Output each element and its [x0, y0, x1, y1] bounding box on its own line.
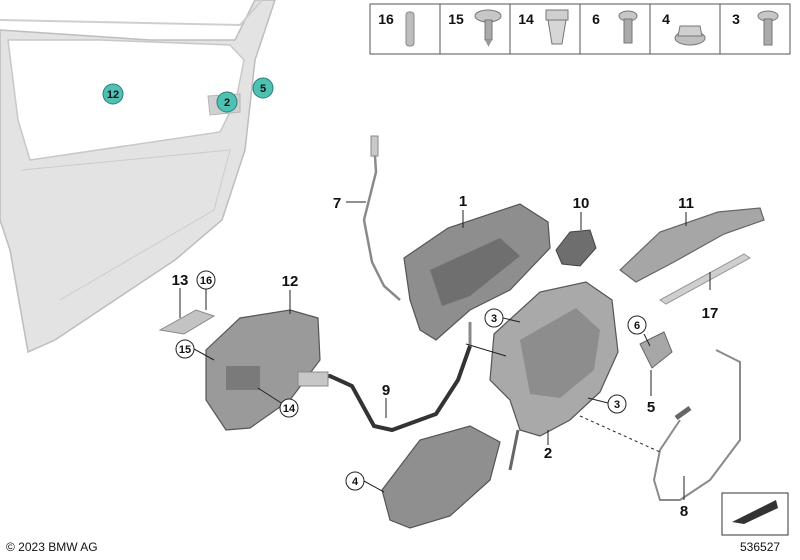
table-cell-14[interactable]: 14 [518, 9, 569, 45]
actuator-part-4 [381, 425, 501, 529]
svg-text:6: 6 [634, 320, 640, 332]
svg-text:14: 14 [518, 11, 534, 27]
callout-8[interactable]: 8 [680, 503, 688, 520]
bracket-part-12 [205, 309, 321, 431]
svg-text:6: 6 [592, 11, 600, 27]
rod-part-7 [362, 135, 401, 301]
rear-door-illustration [0, 0, 276, 354]
callout-14[interactable]: 14 [279, 398, 299, 418]
pin-icon [405, 11, 415, 47]
handle-carrier-part-1 [403, 203, 551, 345]
leader-lines [179, 201, 711, 500]
callout-1[interactable]: 1 [459, 193, 467, 210]
cable-part-8 [652, 349, 741, 501]
svg-text:16: 16 [378, 11, 394, 27]
trim-strip-part-17 [659, 253, 751, 305]
flange-nut-icon [674, 25, 706, 46]
callout-10[interactable]: 10 [573, 195, 590, 212]
svg-text:4: 4 [352, 476, 359, 488]
door-callout-2[interactable]: 2 [216, 91, 238, 113]
expansion-nut-icon [545, 9, 569, 45]
svg-text:12: 12 [107, 89, 119, 101]
callout-11[interactable]: 11 [678, 195, 694, 212]
svg-text:16: 16 [200, 275, 212, 287]
torx-screw-icon [757, 10, 779, 46]
door-callout-5[interactable]: 5 [252, 77, 274, 99]
table-cell-15[interactable]: 15 [448, 9, 502, 47]
callout-16[interactable]: 16 [196, 270, 216, 290]
clip-part-6 [639, 331, 673, 369]
callout-3-lower[interactable]: 3 [607, 394, 627, 414]
callout-6[interactable]: 6 [627, 315, 647, 335]
callout-2[interactable]: 2 [544, 445, 552, 462]
table-cell-4[interactable]: 4 [662, 11, 706, 46]
washer-screw-icon [474, 9, 502, 47]
callout-13[interactable]: 13 [172, 272, 189, 289]
door-handle-part-11 [619, 207, 765, 283]
table-cell-3[interactable]: 3 [732, 10, 779, 46]
copyright-text: © 2023 BMW AG [6, 540, 98, 554]
callout-4[interactable]: 4 [345, 471, 365, 491]
svg-text:5: 5 [260, 83, 266, 95]
callout-3-upper[interactable]: 3 [484, 308, 504, 328]
callout-9[interactable]: 9 [382, 382, 390, 399]
inner-handle-part-13 [158, 309, 216, 335]
diagram-number: 536527 [740, 540, 781, 554]
svg-text:15: 15 [179, 344, 191, 356]
svg-text:3: 3 [491, 313, 497, 325]
callout-15[interactable]: 15 [175, 339, 195, 359]
callout-5[interactable]: 5 [647, 399, 655, 416]
callout-7[interactable]: 7 [333, 195, 341, 212]
svg-text:4: 4 [662, 11, 670, 27]
door-callout-12[interactable]: 12 [102, 83, 124, 105]
svg-text:3: 3 [614, 399, 620, 411]
svg-text:14: 14 [283, 403, 296, 415]
fasteners-table: 16 15 14 6 [369, 3, 791, 55]
door-lock-part-2 [489, 281, 619, 471]
callout-12[interactable]: 12 [282, 273, 299, 290]
torx-screw-icon [618, 10, 638, 44]
cap-part-10 [555, 229, 597, 267]
svg-text:3: 3 [732, 11, 740, 27]
svg-text:2: 2 [224, 97, 230, 109]
cable-part-9 [297, 345, 472, 433]
orientation-arrow-icon [721, 492, 789, 536]
table-cell-6[interactable]: 6 [592, 10, 638, 44]
svg-text:15: 15 [448, 11, 464, 27]
callout-17[interactable]: 17 [702, 305, 719, 322]
table-cell-16[interactable]: 16 [378, 11, 415, 47]
